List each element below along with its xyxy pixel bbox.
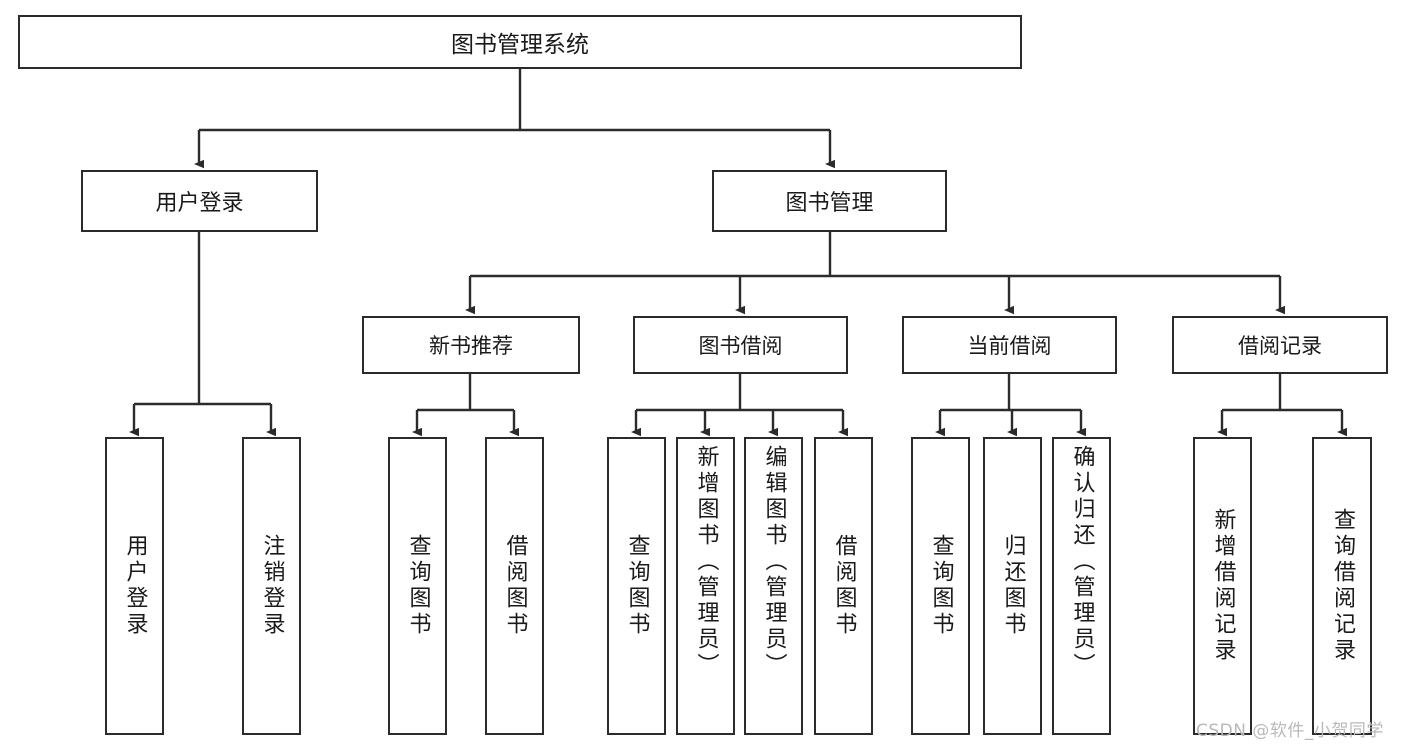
node-leaf-borrow-book-1[interactable]: 借阅图书: [485, 437, 544, 735]
node-book-manage-label: 图书管理: [785, 191, 874, 216]
node-user-login-label: 用户登录: [155, 191, 244, 216]
node-leaf-query-book-3[interactable]: 查询图书: [911, 437, 970, 735]
node-current-borrow[interactable]: 当前借阅: [902, 316, 1117, 374]
node-book-manage[interactable]: 图书管理: [712, 170, 947, 232]
node-leaf-confirm-return[interactable]: 确认归还（管理员）: [1052, 437, 1111, 735]
node-root[interactable]: 图书管理系统: [18, 15, 1022, 69]
node-root-label: 图书管理系统: [451, 32, 589, 58]
node-user-login[interactable]: 用户登录: [81, 170, 318, 232]
node-leaf-query-book-1[interactable]: 查询图书: [388, 437, 447, 735]
node-leaf-logout[interactable]: 注销登录: [242, 437, 301, 735]
node-book-borrow[interactable]: 图书借阅: [633, 316, 848, 374]
node-new-book-recommend[interactable]: 新书推荐: [362, 316, 580, 374]
node-leaf-borrow-book-2[interactable]: 借阅图书: [814, 437, 873, 735]
node-leaf-user-login[interactable]: 用户登录: [105, 437, 164, 735]
node-current-borrow-label: 当前借阅: [967, 334, 1052, 358]
node-leaf-return-book[interactable]: 归还图书: [983, 437, 1042, 735]
node-book-borrow-label: 图书借阅: [698, 334, 783, 358]
node-borrow-record[interactable]: 借阅记录: [1172, 316, 1388, 374]
csdn-watermark: CSDN @软件_小贺同学: [1196, 721, 1384, 741]
node-borrow-record-label: 借阅记录: [1238, 334, 1322, 358]
node-leaf-add-book[interactable]: 新增图书（管理员）: [676, 437, 735, 735]
node-leaf-query-book-2[interactable]: 查询图书: [607, 437, 666, 735]
node-leaf-edit-book[interactable]: 编辑图书（管理员）: [744, 437, 803, 735]
node-leaf-add-record[interactable]: 新增借阅记录: [1193, 437, 1252, 735]
node-leaf-query-record[interactable]: 查询借阅记录: [1312, 437, 1372, 735]
node-new-book-recommend-label: 新书推荐: [429, 334, 513, 358]
